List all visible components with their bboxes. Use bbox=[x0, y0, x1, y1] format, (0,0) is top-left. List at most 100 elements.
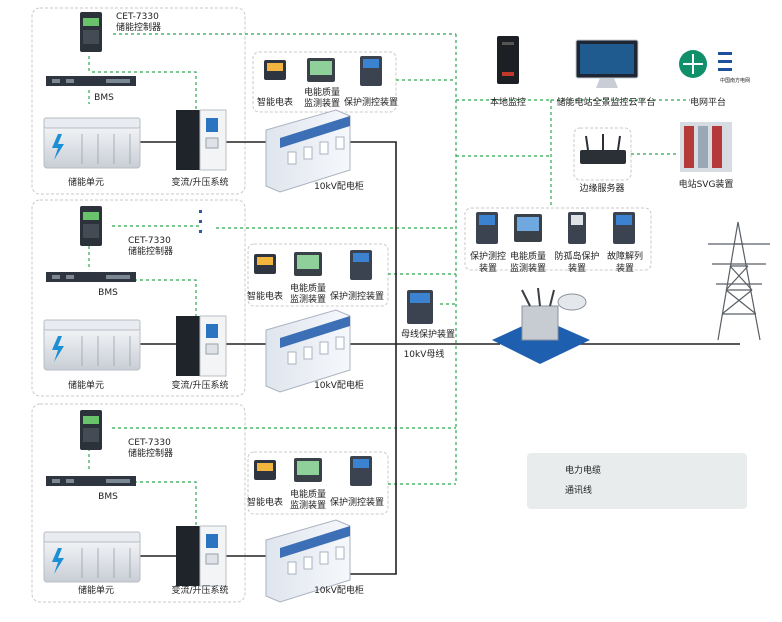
pq-3 bbox=[294, 458, 322, 482]
bus-protect-device bbox=[407, 290, 433, 324]
storage-unit-2 bbox=[43, 319, 141, 371]
protection-item-3-line1: 防孤岛保护 bbox=[554, 252, 600, 262]
controller-name-label: 储能控制器 bbox=[128, 247, 174, 257]
edge-frame bbox=[573, 127, 632, 181]
svg-device-icon bbox=[680, 122, 732, 172]
monitoring-devices bbox=[254, 56, 433, 486]
pcs-label: 变流/升压系统 bbox=[171, 381, 229, 391]
storage-unit-label: 储能单元 bbox=[67, 178, 105, 188]
busbar-label: 10kV母线 bbox=[403, 350, 445, 360]
ellipsis-dots bbox=[199, 210, 202, 233]
protection-item-4-line1: 故障解列 bbox=[606, 252, 644, 262]
protect-label: 保护测控装置 bbox=[329, 292, 385, 302]
grid-logo-text: 中国南方电网 bbox=[720, 78, 751, 84]
bms-label: BMS bbox=[98, 288, 118, 298]
storage-unit-3 bbox=[43, 531, 141, 583]
storage-units bbox=[43, 117, 141, 583]
cabinet-label: 10kV配电柜 bbox=[314, 586, 364, 596]
pq-label-line1: 电能质量 bbox=[303, 88, 341, 98]
pq-label-line2: 监测装置 bbox=[303, 99, 341, 109]
protection-item-1-line1: 保护测控 bbox=[469, 252, 507, 262]
pcs-label: 变流/升压系统 bbox=[171, 586, 229, 596]
cloud-platform-icon bbox=[575, 39, 639, 88]
cabinet-label: 10kV配电柜 bbox=[314, 381, 364, 391]
bms-3 bbox=[46, 476, 136, 486]
bus-protect-label: 母线保护装置 bbox=[400, 330, 456, 340]
pcs-cabinet-2 bbox=[176, 315, 227, 377]
controller-model-label: CET-7330 bbox=[128, 236, 171, 246]
controller-name-label: 储能控制器 bbox=[128, 449, 174, 459]
controllers bbox=[46, 12, 136, 486]
bms-1 bbox=[46, 76, 136, 86]
comm-lines bbox=[88, 33, 690, 526]
protection-row-devices bbox=[476, 212, 635, 244]
meter-2 bbox=[254, 254, 276, 274]
unit-frame-1 bbox=[31, 7, 246, 195]
bms-2 bbox=[46, 272, 136, 282]
meter-3 bbox=[254, 460, 276, 480]
pcs-cabinet-3 bbox=[176, 525, 227, 587]
pq-label-line1: 电能质量 bbox=[289, 490, 327, 500]
protection-item-1-line2: 装置 bbox=[478, 264, 498, 274]
legend-power-cable: 电力电缆 bbox=[565, 466, 602, 476]
meter-label: 智能电表 bbox=[256, 98, 294, 108]
pq-label-line2: 监测装置 bbox=[289, 501, 327, 511]
storage-unit-label: 储能单元 bbox=[77, 586, 115, 596]
protection-item-2-line1: 电能质量 bbox=[509, 252, 547, 262]
controller-1 bbox=[80, 12, 102, 52]
controller-name-label: 储能控制器 bbox=[116, 23, 162, 33]
meter-label: 智能电表 bbox=[246, 292, 284, 302]
pcs-label: 变流/升压系统 bbox=[171, 178, 229, 188]
device-frame-1 bbox=[252, 51, 397, 113]
legend-comm-line: 通讯线 bbox=[565, 486, 593, 496]
meter-label: 智能电表 bbox=[246, 498, 284, 508]
bms-label: BMS bbox=[98, 492, 118, 502]
local-monitor-label: 本地监控 bbox=[489, 98, 527, 108]
svg-device-label: 电站SVG装置 bbox=[678, 180, 734, 190]
meter-1 bbox=[264, 60, 286, 80]
cabinet-label: 10kV配电柜 bbox=[314, 182, 364, 192]
pcs-cabinets bbox=[176, 109, 227, 587]
distribution-cabinet-2 bbox=[265, 309, 351, 393]
distribution-cabinet-3 bbox=[265, 519, 351, 603]
protect-1 bbox=[360, 56, 382, 86]
controller-2 bbox=[80, 206, 102, 246]
protection-item-4-line2: 装置 bbox=[615, 264, 635, 274]
distribution-cabinets bbox=[265, 109, 351, 603]
edge-server-icon bbox=[580, 134, 626, 164]
protect-2 bbox=[350, 250, 372, 280]
pq-1 bbox=[307, 58, 335, 82]
pq-label-line1: 电能质量 bbox=[289, 284, 327, 294]
pcs-cabinet-1 bbox=[176, 109, 227, 171]
protection-item-2-line2: 监测装置 bbox=[509, 264, 547, 274]
unit-frame-2 bbox=[31, 199, 246, 397]
unit-frame-3 bbox=[31, 403, 246, 603]
edge-server-label: 边缘服务器 bbox=[579, 184, 625, 194]
device-frame-2 bbox=[247, 243, 389, 307]
controller-model-label: CET-7330 bbox=[128, 438, 171, 448]
distribution-cabinet-1 bbox=[265, 109, 351, 193]
device-frame-3 bbox=[247, 451, 389, 515]
legend-box bbox=[527, 453, 747, 509]
unit-frames bbox=[31, 7, 652, 603]
substation-icon bbox=[492, 287, 590, 364]
storage-unit-1 bbox=[43, 117, 141, 169]
controller-3 bbox=[80, 410, 102, 450]
power-lines bbox=[140, 141, 740, 575]
cloud-platform-label: 储能电站全景监控云平台 bbox=[556, 98, 656, 108]
controller-model-label: CET-7330 bbox=[116, 12, 159, 22]
protect-label: 保护测控装置 bbox=[343, 98, 399, 108]
protect-3 bbox=[350, 456, 372, 486]
pq-label-line2: 监测装置 bbox=[289, 295, 327, 305]
transmission-tower-icon bbox=[708, 221, 770, 341]
protection-row-frame bbox=[464, 207, 652, 271]
storage-unit-label: 储能单元 bbox=[67, 381, 105, 391]
bms-label: BMS bbox=[94, 93, 114, 103]
local-monitor-icon bbox=[497, 36, 519, 84]
protection-item-3-line2: 装置 bbox=[567, 264, 587, 274]
protect-label: 保护测控装置 bbox=[329, 498, 385, 508]
grid-logo-icon bbox=[679, 50, 732, 78]
grid-platform-label: 电网平台 bbox=[689, 98, 727, 108]
pq-2 bbox=[294, 252, 322, 276]
